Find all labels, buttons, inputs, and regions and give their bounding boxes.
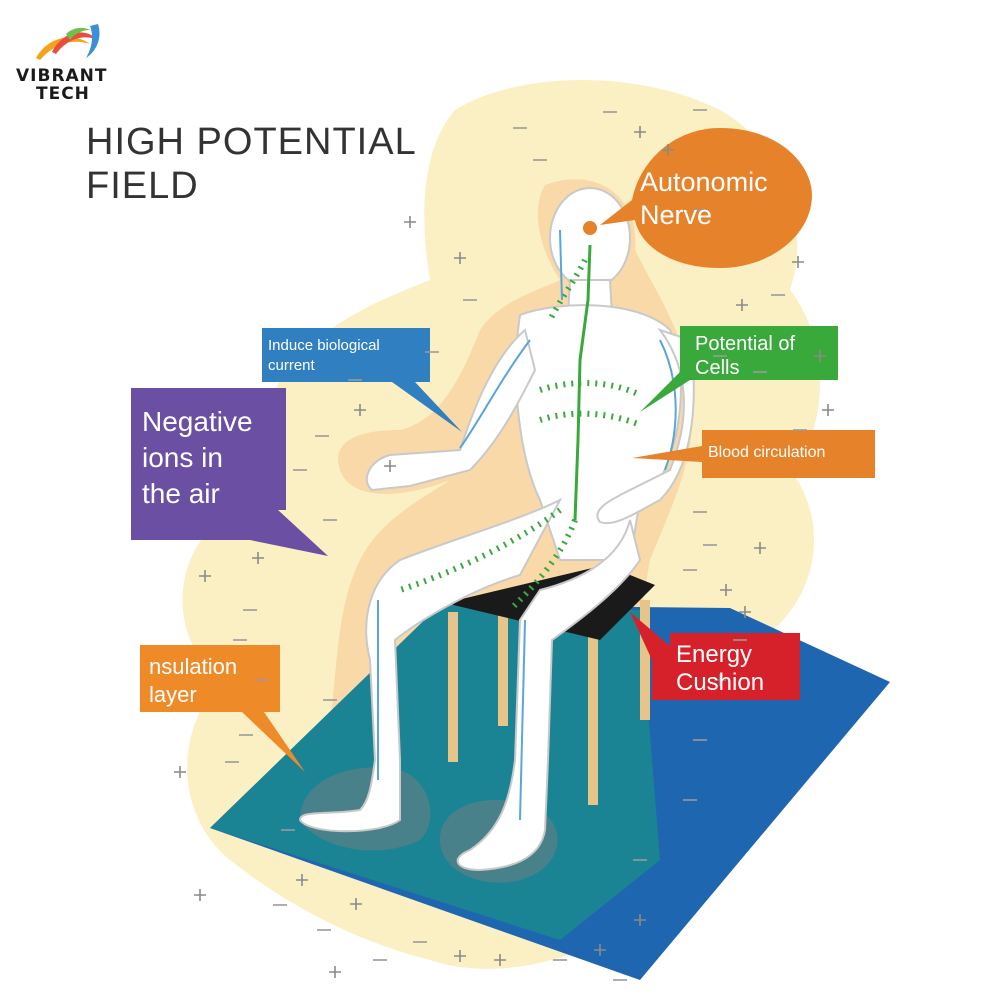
negative-ions-label: Negative ions in the air: [142, 404, 253, 512]
negative-ions-line3: the air: [142, 478, 220, 509]
insulation-layer-label: nsulation layer: [149, 653, 237, 709]
plus-sign-icon: [754, 542, 766, 554]
plus-sign-icon: [384, 460, 396, 472]
induce-current-label: Induce biological current: [268, 336, 380, 376]
plus-sign-icon: [634, 126, 646, 138]
plus-sign-icon: [494, 954, 506, 966]
negative-ions-line2: ions in: [142, 442, 223, 473]
plus-sign-icon: [714, 674, 726, 686]
potential-cells-callout: [640, 326, 838, 412]
plus-sign-icon: [720, 584, 732, 596]
energy-cushion-callout: [630, 612, 800, 700]
plus-sign-icon: [662, 144, 674, 156]
plus-sign-icon: [404, 216, 416, 228]
title-line-1: HIGH POTENTIAL: [86, 121, 417, 163]
chair: [448, 600, 650, 805]
plus-sign-icon: [792, 256, 804, 268]
plus-sign-icon: [594, 944, 606, 956]
potential-cells-label: Potential of Cells: [695, 332, 795, 380]
plus-sign-icon: [174, 766, 186, 778]
autonomic-nerve-line1: Autonomic: [640, 167, 768, 197]
human-figure: [298, 187, 695, 872]
plus-sign-icon: [350, 898, 362, 910]
induce-current-line2: current: [268, 357, 315, 374]
autonomic-nerve-label: Autonomic Nerve: [640, 166, 768, 232]
plus-sign-icon: [634, 914, 646, 926]
logo-wordmark-line2: TECH: [36, 84, 90, 104]
title-line-2: FIELD: [86, 165, 199, 207]
blood-circulation-line1: Blood circulation: [708, 444, 826, 461]
insulation-layer-callout: [140, 645, 305, 772]
plus-sign-icon: [329, 966, 341, 978]
plus-sign-icon: [739, 606, 751, 618]
negative-ions-callout: [131, 388, 328, 556]
potential-cells-line1: Potential of: [695, 333, 796, 355]
plus-sign-icon: [814, 350, 826, 362]
energy-cushion-label: Energy Cushion: [676, 641, 764, 697]
plus-sign-icon: [354, 404, 366, 416]
blood-vessels: [377, 229, 677, 821]
plus-sign-icon: [454, 252, 466, 264]
blood-circulation-callout: [632, 430, 875, 478]
logo-wordmark-line1: VIBRANT: [16, 66, 108, 86]
plus-sign-icon: [454, 950, 466, 962]
insulation-layer-line2: layer: [149, 682, 197, 707]
autonomic-nerve-line2: Nerve: [640, 200, 713, 230]
plus-sign-icon: [252, 552, 264, 564]
charge-signs: [174, 109, 834, 981]
insulation-layer-line1: nsulation: [149, 654, 238, 679]
nerve-system: [399, 244, 642, 613]
plus-sign-icon: [822, 404, 834, 416]
negative-ions-line1: Negative: [142, 406, 253, 437]
potential-cells-line2: Cells: [695, 357, 740, 379]
logo: VIBRANT TECH: [14, 22, 134, 104]
energy-cushion-line1: Energy: [676, 641, 753, 668]
plus-sign-icon: [194, 889, 206, 901]
plus-sign-icon: [736, 299, 748, 311]
plus-sign-icon: [296, 874, 308, 886]
page-title: HIGH POTENTIAL FIELD: [86, 120, 417, 208]
autonomic-nerve-callout: [600, 128, 812, 268]
brain-center: [583, 221, 597, 235]
blood-circulation-label: Blood circulation: [708, 443, 825, 463]
plus-sign-icon: [199, 570, 211, 582]
energy-cushion-line2: Cushion: [676, 669, 765, 696]
logo-swoosh-icon: [36, 24, 100, 60]
induce-current-line1: Induce biological: [268, 337, 380, 354]
